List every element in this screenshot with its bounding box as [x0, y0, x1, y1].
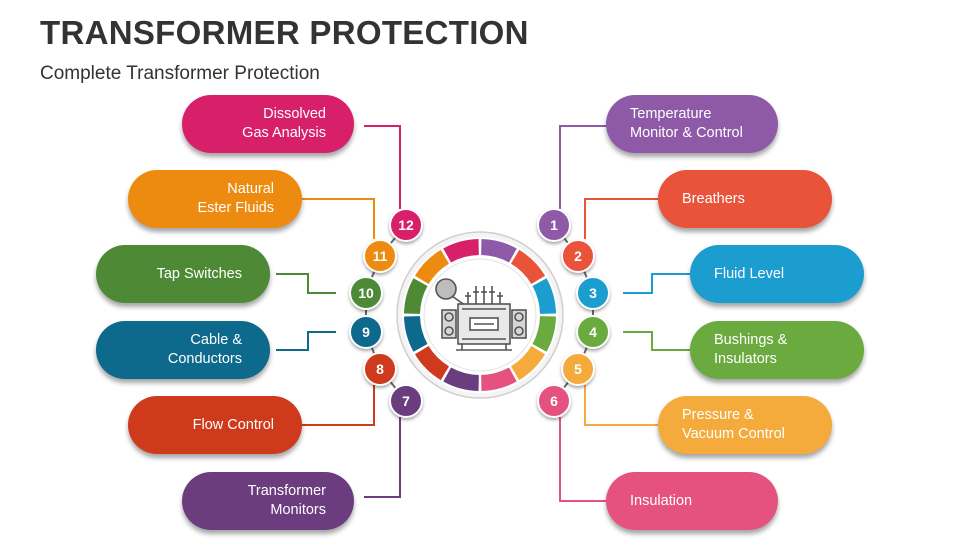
connector-line-12: [364, 125, 401, 209]
protection-item-label: Dissolved Gas Analysis: [242, 106, 326, 141]
number-badge-6: 6: [537, 384, 571, 418]
protection-item-label: Transformer Monitors: [247, 483, 326, 518]
hub-segment-1: [481, 239, 517, 263]
number-badge-11: 11: [363, 239, 397, 273]
hub-segment-7: [443, 367, 479, 391]
protection-item-label: Breathers: [682, 190, 745, 207]
number-badge-1: 1: [537, 208, 571, 242]
number-badge-8: 8: [363, 352, 397, 386]
connector-line-6: [559, 417, 606, 502]
connector-line-3: [623, 273, 690, 294]
protection-item-6: Insulation: [606, 472, 778, 530]
protection-item-10: Tap Switches: [96, 245, 270, 303]
number-badge-10: 10: [349, 276, 383, 310]
number-badge-3: 3: [576, 276, 610, 310]
transformer-icon: [435, 278, 527, 351]
protection-item-11: Natural Ester Fluids: [128, 170, 302, 228]
hub-segment-5: [510, 345, 546, 381]
center-hub: [396, 231, 564, 399]
protection-item-label: Bushings & Insulators: [714, 332, 788, 367]
hub-color-segments: [404, 239, 556, 391]
hub-segment-4: [532, 316, 556, 352]
hub-segment-12: [443, 239, 479, 263]
hub-segment-6: [481, 367, 517, 391]
protection-item-9: Cable & Conductors: [96, 321, 270, 379]
number-badge-4: 4: [576, 315, 610, 349]
connector-lines: [276, 125, 690, 502]
connector-line-4: [623, 331, 690, 351]
hub-segment-8: [414, 345, 450, 381]
connector-line-5: [584, 385, 658, 426]
protection-item-8: Flow Control: [128, 396, 302, 454]
connector-line-8: [302, 385, 375, 426]
protection-item-1: Temperature Monitor & Control: [606, 95, 778, 153]
hub-segment-10: [404, 278, 428, 314]
protection-item-label: Flow Control: [192, 416, 274, 433]
protection-item-label: Fluid Level: [714, 265, 785, 282]
hub-segment-2: [510, 249, 546, 285]
connector-line-11: [302, 198, 375, 239]
connector-line-10: [276, 273, 336, 294]
protection-item-label: Natural Ester Fluids: [197, 181, 274, 216]
protection-item-5: Pressure & Vacuum Control: [658, 396, 832, 454]
number-badge-7: 7: [389, 384, 423, 418]
number-badge-9: 9: [349, 315, 383, 349]
protection-item-label: Temperature Monitor & Control: [630, 106, 743, 141]
connector-line-9: [276, 331, 336, 351]
number-badge-5: 5: [561, 352, 595, 386]
protection-item-label: Tap Switches: [156, 265, 242, 282]
connector-line-1: [559, 125, 606, 209]
protection-item-4: Bushings & Insulators: [690, 321, 864, 379]
protection-item-3: Fluid Level: [690, 245, 864, 303]
hub-segment-11: [414, 249, 450, 285]
protection-item-12: Dissolved Gas Analysis: [182, 95, 354, 153]
connector-line-2: [584, 198, 658, 239]
page-title: TRANSFORMER PROTECTION: [40, 14, 529, 51]
number-badge-12: 12: [389, 208, 423, 242]
hub-segment-9: [404, 316, 428, 352]
protection-item-label: Pressure & Vacuum Control: [682, 407, 785, 442]
number-badge-2: 2: [561, 239, 595, 273]
protection-item-7: Transformer Monitors: [182, 472, 354, 530]
protection-item-label: Cable & Conductors: [167, 332, 242, 367]
protection-item-2: Breathers: [658, 170, 832, 228]
connector-line-7: [364, 417, 401, 498]
hub-segment-3: [532, 278, 556, 314]
page-subtitle: Complete Transformer Protection: [40, 63, 320, 84]
protection-item-label: Insulation: [630, 492, 693, 509]
